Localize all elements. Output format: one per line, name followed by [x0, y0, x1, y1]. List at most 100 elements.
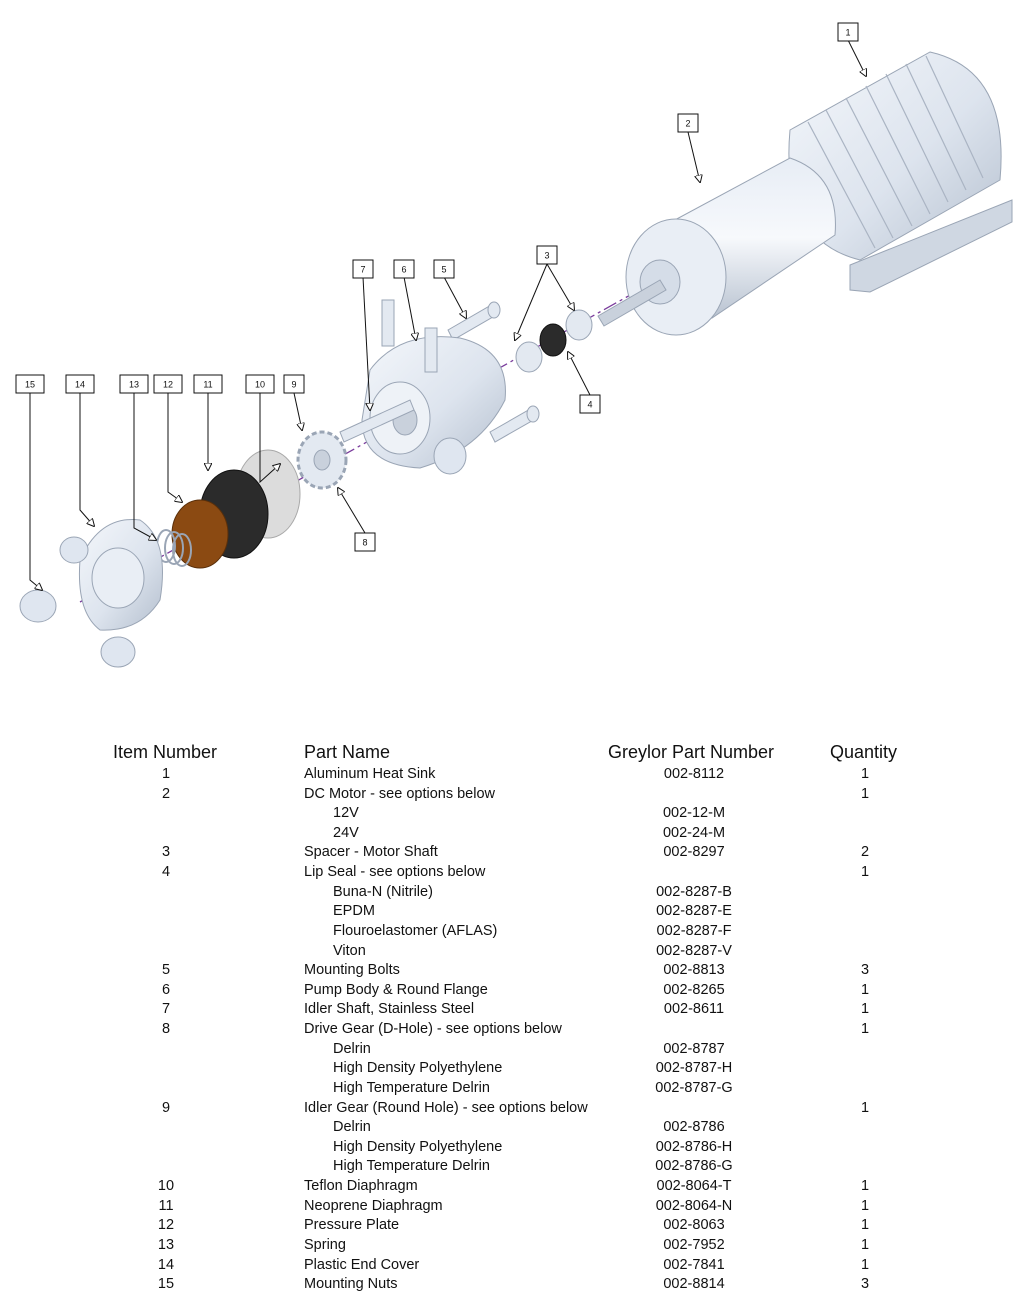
- item-number: 9: [161, 1099, 171, 1116]
- part-number: 002-8287-V: [656, 942, 732, 959]
- svg-text:4: 4: [587, 400, 592, 410]
- part-name: Pump Body & Round Flange: [304, 981, 488, 998]
- header-part-name: Part Name: [304, 742, 391, 762]
- part-number: 002-8265: [663, 981, 725, 998]
- svg-text:6: 6: [401, 265, 406, 275]
- quantity: 1: [860, 1236, 870, 1253]
- callout-15: 15: [15, 374, 45, 590]
- part-name: Idler Shaft, Stainless Steel: [304, 1001, 475, 1018]
- item-number: 6: [161, 981, 171, 998]
- callout-1: 1: [837, 22, 866, 76]
- part-name: Viton: [333, 942, 366, 959]
- item-number: 15: [157, 1276, 175, 1293]
- quantity: 1: [860, 1197, 870, 1214]
- part-number: 002-8287-F: [656, 922, 732, 939]
- part-name: Delrin: [333, 1040, 371, 1057]
- quantity: 1: [860, 1217, 870, 1234]
- header-part-number: Greylor Part Number: [608, 742, 775, 762]
- part-name: Buna-N (Nitrile): [333, 883, 433, 900]
- item-number: 8: [161, 1021, 171, 1038]
- part-number: 002-8813: [663, 962, 725, 979]
- part-number: 002-8112: [663, 766, 725, 782]
- callout-14: 14: [65, 374, 94, 526]
- part-number: 002-8787: [663, 1040, 725, 1057]
- part-mounting-nuts: [19, 536, 136, 668]
- part-name: Pressure Plate: [304, 1217, 400, 1234]
- part-heat-sink: [788, 51, 1013, 293]
- part-spacer-b: [515, 341, 543, 373]
- part-name: High Temperature Delrin: [333, 1158, 490, 1175]
- callout-3: 3: [515, 245, 574, 340]
- part-number: 002-8611: [663, 1001, 725, 1018]
- quantity: 1: [860, 766, 870, 782]
- callout-10: 10: [245, 374, 280, 484]
- svg-text:1: 1: [845, 28, 850, 38]
- item-number: 4: [161, 864, 171, 881]
- part-name: Plastic End Cover: [304, 1256, 420, 1273]
- part-end-cover: [78, 519, 163, 631]
- part-idler-shaft: [339, 399, 415, 443]
- part-number: 002-8287-B: [656, 883, 732, 900]
- item-number: 10: [157, 1178, 175, 1195]
- quantity: 1: [860, 1178, 870, 1195]
- svg-text:3: 3: [544, 251, 549, 261]
- part-number: 002-8287-E: [656, 903, 732, 920]
- part-number: 002-8814: [663, 1276, 725, 1293]
- part-name: Aluminum Heat Sink: [304, 766, 436, 782]
- item-number: 1: [161, 766, 171, 782]
- quantity: 1: [860, 1021, 870, 1038]
- callout-13: 13: [119, 374, 156, 540]
- part-lip-seal: [539, 323, 567, 357]
- part-name: Flouroelastomer (AFLAS): [333, 922, 498, 939]
- part-name: High Density Polyethylene: [333, 1060, 503, 1077]
- part-name: Spring: [304, 1236, 346, 1253]
- quantity: 1: [860, 1099, 870, 1116]
- part-number: 002-7952: [663, 1236, 725, 1253]
- part-name: Mounting Bolts: [304, 962, 400, 979]
- part-name: Delrin: [333, 1119, 371, 1136]
- svg-text:7: 7: [360, 265, 365, 275]
- part-number: 002-8064-N: [655, 1197, 733, 1214]
- part-number: 002-8787-G: [655, 1079, 733, 1096]
- part-name: Neoprene Diaphragm: [304, 1197, 443, 1214]
- item-number: 13: [157, 1236, 175, 1253]
- part-name: High Temperature Delrin: [333, 1079, 490, 1096]
- svg-text:12: 12: [163, 380, 173, 390]
- part-name: 12V: [333, 805, 359, 822]
- part-name: 24V: [333, 824, 359, 841]
- callout-2: 2: [677, 113, 700, 182]
- part-name: Idler Gear (Round Hole) - see options be…: [304, 1099, 588, 1116]
- quantity: 1: [860, 1256, 870, 1273]
- item-number: 2: [161, 785, 171, 802]
- callout-11: 11: [193, 374, 223, 470]
- part-number: 002-12-M: [662, 805, 726, 822]
- callout-12: 12: [153, 374, 182, 502]
- svg-text:2: 2: [685, 119, 690, 129]
- svg-text:5: 5: [441, 265, 446, 275]
- part-number: 002-8786: [663, 1119, 725, 1136]
- part-name: High Density Polyethylene: [333, 1138, 503, 1155]
- part-drive-gear: [296, 430, 348, 490]
- part-pump-body: [361, 299, 506, 475]
- part-number: 002-7841: [663, 1256, 725, 1273]
- part-number: 002-8063: [663, 1217, 725, 1234]
- part-name: Teflon Diaphragm: [304, 1178, 418, 1195]
- part-mounting-bolts: [447, 301, 540, 443]
- svg-text:14: 14: [75, 380, 85, 390]
- callout-9: 9: [283, 374, 304, 430]
- item-number: 7: [161, 1001, 171, 1018]
- part-name: Spacer - Motor Shaft: [304, 844, 438, 861]
- callout-4: 4: [568, 352, 601, 414]
- part-number: 002-8064-T: [656, 1178, 732, 1195]
- part-number: 002-8786-G: [655, 1158, 733, 1175]
- item-number: 12: [157, 1217, 175, 1234]
- quantity: 3: [860, 1276, 870, 1293]
- svg-text:9: 9: [291, 380, 296, 390]
- svg-text:8: 8: [362, 538, 367, 548]
- header-quantity: Quantity: [830, 742, 898, 762]
- header-item-number: Item Number: [113, 742, 218, 762]
- quantity: 1: [860, 981, 870, 998]
- part-number: 002-8786-H: [655, 1138, 733, 1155]
- item-number: 11: [158, 1197, 174, 1214]
- svg-text:13: 13: [129, 380, 139, 390]
